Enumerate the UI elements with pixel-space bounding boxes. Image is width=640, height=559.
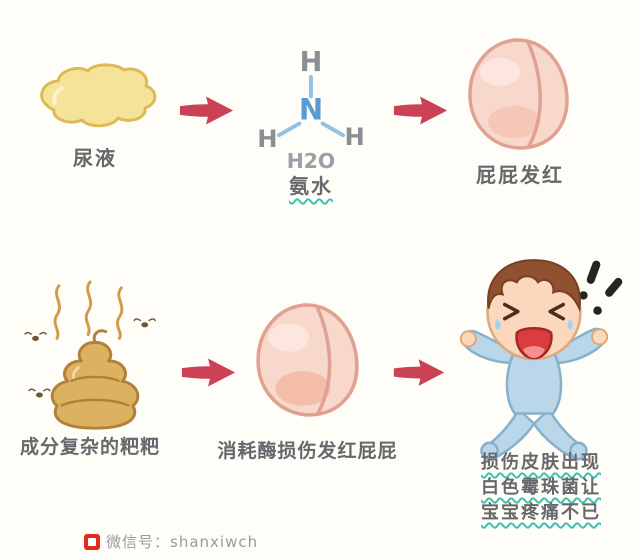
exclamation-marks-icon: [579, 260, 623, 315]
ammonia-h2o: H2O: [287, 149, 335, 173]
urine-blob-shape: [40, 63, 157, 128]
baby-hair: [487, 259, 581, 313]
red-bottom-illustration-1: [462, 34, 574, 156]
red-bottom-illustration-2: [250, 298, 364, 424]
ammonia-structure: H N H H H2O: [248, 44, 374, 173]
footer: 微信号：shanxiwch: [84, 531, 258, 552]
poop-illustration: [20, 278, 170, 434]
ammonia-n: N: [299, 93, 323, 127]
flow-arrow-3-icon: [180, 355, 238, 391]
baby-body: [459, 327, 609, 461]
flow-arrow-2-icon: [392, 93, 450, 129]
ammonia-h-top: H: [300, 47, 323, 78]
urine-label: 尿液: [73, 146, 117, 170]
crying-baby-illustration: [440, 250, 632, 462]
baby-head: [486, 259, 582, 361]
caption-line-3: 宝宝疼痛不已: [481, 502, 601, 523]
urine-illustration: [28, 60, 168, 140]
poop-shape: [50, 329, 140, 430]
flow-arrow-1-icon: [178, 93, 236, 129]
flow-arrow-4-icon: [392, 355, 447, 391]
baby-caption: 损伤皮肤出现 白色霉珠菌让 宝宝疼痛不已: [455, 450, 627, 525]
caption-line-1: 损伤皮肤出现: [481, 452, 601, 473]
stink-lines: [53, 280, 124, 340]
ammonia-h-right: H: [344, 123, 364, 151]
poop-label: 成分复杂的粑粑: [19, 436, 160, 458]
ammonia-h-left: H: [257, 125, 277, 153]
caption-line-2: 白色霉珠菌让: [481, 477, 601, 498]
wechat-logo-icon: [84, 533, 100, 550]
red-bottom-label: 屁屁发红: [476, 163, 564, 187]
fly-icon: [24, 318, 157, 398]
enzyme-damage-label: 消耗酶损伤发红屁屁: [217, 440, 398, 462]
wechat-id-text: 微信号：shanxiwch: [106, 533, 259, 551]
ammonia-label: 氨水: [289, 174, 333, 198]
